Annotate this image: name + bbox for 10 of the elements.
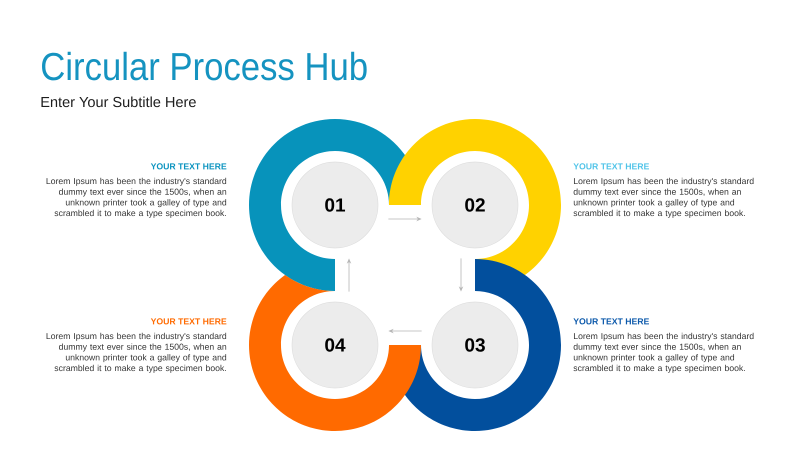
step-heading: YOUR TEXT HERE bbox=[573, 318, 649, 324]
step-heading: YOUR TEXT HERE bbox=[150, 163, 226, 170]
step-description: Lorem Ipsum has been the industry's standard dummy text ever since the 1500s, when an unknown printer took a galley of type and scrambled it to make a type specimen book. bbox=[574, 332, 754, 373]
title: Circular Process Hub bbox=[42, 52, 367, 80]
subtitle: Enter Your Subtitle Here bbox=[41, 96, 196, 108]
step-heading: YOUR TEXT HERE bbox=[150, 318, 226, 324]
step-description: Lorem Ipsum has been the industry's standard dummy text ever since the 1500s, when an unknown printer took a galley of type and scrambled it to make a type specimen book. bbox=[46, 332, 226, 373]
step-heading: YOUR TEXT HERE bbox=[573, 163, 649, 170]
step-description: Lorem Ipsum has been the industry's standard dummy text ever since the 1500s, when an unknown printer took a galley of type and scrambled it to make a type specimen book. bbox=[574, 178, 754, 218]
step-description: Lorem Ipsum has been the industry's standard dummy text ever since the 1500s, when an unknown printer took a galley of type and scrambled it to make a type specimen book. bbox=[46, 178, 226, 218]
